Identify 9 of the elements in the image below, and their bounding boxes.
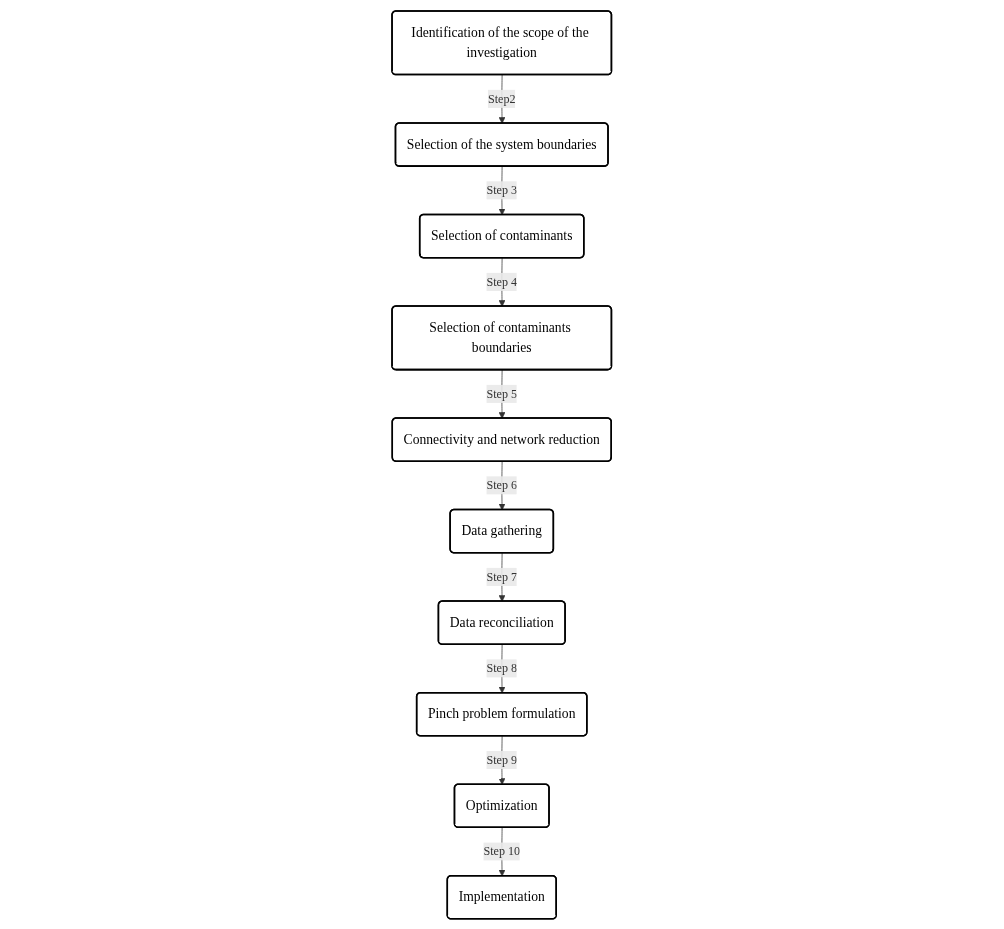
edge-label: Step 3: [486, 183, 518, 196]
edge-label: Step 10: [483, 844, 521, 858]
edge-label: Step2: [488, 91, 516, 105]
edge-label: Step 7: [486, 569, 518, 583]
edge-label: Step 6: [486, 478, 518, 491]
edge-label: Step 8: [486, 661, 518, 675]
edge-label: Step 9: [486, 752, 518, 766]
edge-label: Step 4: [486, 274, 518, 288]
edge-label: Step 5: [486, 386, 518, 400]
